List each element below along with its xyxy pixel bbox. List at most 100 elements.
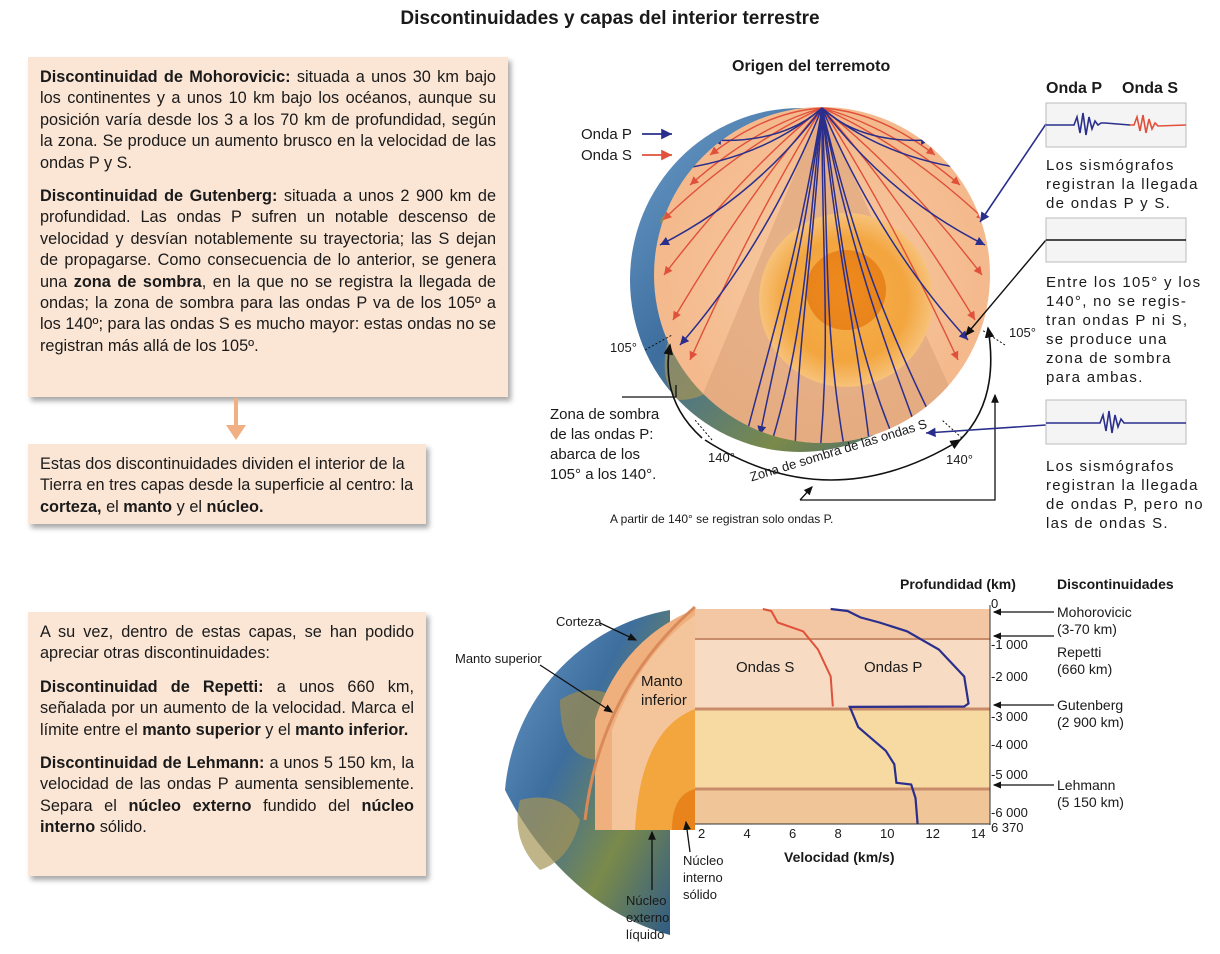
p-wave-ray xyxy=(659,107,823,246)
repetti-text-a: a unos 660 km, señalada por un aumento d… xyxy=(40,677,414,739)
depth-header: Profundidad (km) xyxy=(900,576,1016,592)
top-leaders xyxy=(622,123,1047,501)
ondas-p-label: Ondas P xyxy=(864,659,923,676)
angle-105-left: 105° xyxy=(610,340,637,355)
seismo-note-1: Los sismógrafos registran la llegada de … xyxy=(1046,157,1199,212)
angle-140-right-line xyxy=(941,419,963,439)
legend-s-label: Onda S xyxy=(581,147,632,164)
ondas-s-label: Ondas S xyxy=(736,659,795,676)
zona-p-leader xyxy=(622,385,677,398)
angle-105-right-line xyxy=(981,329,1006,346)
gutenberg-label: Discontinuidad de Gutenberg: xyxy=(40,187,278,206)
velocity-tick: 6 xyxy=(789,826,797,841)
corteza-label: Corteza xyxy=(556,614,602,629)
gutenberg-bold: zona de sombra xyxy=(73,272,202,291)
s-wave-ray xyxy=(663,107,823,276)
bottom-section xyxy=(505,605,1054,935)
p-only-trace xyxy=(1046,410,1186,434)
p-wave-ray xyxy=(757,107,823,436)
only-p-leader-tip xyxy=(799,486,813,501)
p-wave-ray xyxy=(821,107,931,146)
s-wave-ray xyxy=(821,107,983,276)
summary-text-a: Estas dos discontinuidades dividen el in… xyxy=(40,455,414,495)
repetti-lehmann-box: A su vez, dentro de estas capas, se han … xyxy=(28,612,426,876)
s-wave-ray xyxy=(689,107,823,361)
layers-summary-box: Estas dos discontinuidades dividen el in… xyxy=(28,444,426,524)
manto-sup-leader xyxy=(539,664,614,713)
lehmann-bold-2: núcleo interno xyxy=(40,796,414,837)
p-trace xyxy=(1046,112,1131,136)
gutenberg-text-b: , en la que no se registra la llegada de… xyxy=(40,272,496,355)
angle-105-right: 105° xyxy=(1009,325,1036,340)
nucleo-externo-label: Núcleo externo líquido xyxy=(626,893,670,942)
manto-superior-label: Manto superior xyxy=(455,651,542,666)
p-wave-ray xyxy=(711,107,823,146)
depth-tick: -6 000 xyxy=(991,805,1028,820)
lehmann-text-b: fundido del xyxy=(251,796,362,815)
crust-edge xyxy=(583,605,696,821)
angle-140-right: 140° xyxy=(946,452,973,467)
inner-core-leader xyxy=(683,820,691,853)
s-shadow-arc xyxy=(704,439,962,481)
s-wave-ray xyxy=(672,107,823,321)
p-wave-ray xyxy=(821,107,936,426)
only-p-leader xyxy=(800,393,999,501)
page-title: Discontinuidades y capas del interior te… xyxy=(400,8,820,29)
summary-corteza: corteza, xyxy=(40,497,102,516)
intro-text: A su vez, dentro de estas capas, se han … xyxy=(40,623,414,663)
seismo-note-2: Entre los 105° y los 140°, no se regis- … xyxy=(1046,274,1202,386)
velocity-tick: 8 xyxy=(834,826,842,841)
p-wave-ray xyxy=(679,107,823,346)
depth-tick: -2 000 xyxy=(991,669,1028,684)
repetti-text-b: y el xyxy=(260,720,296,739)
moho-label: Discontinuidad de Mohorovicic: xyxy=(40,68,291,86)
seismo2-leader xyxy=(965,239,1047,337)
summary-text-c: y el xyxy=(172,497,207,516)
depth-tick: 0 xyxy=(991,596,999,611)
p-wave-ray xyxy=(768,107,823,443)
s-wave-ray xyxy=(821,107,976,321)
velocity-tick: 12 xyxy=(925,826,940,841)
discontinuity-label: Repetti (660 km) xyxy=(1057,644,1113,677)
p-wave-ray xyxy=(821,107,896,443)
angle-105-left-line xyxy=(644,334,673,351)
moho-text: situada a unos 30 km bajo los continente… xyxy=(40,68,496,172)
s-wave-ray xyxy=(709,107,823,156)
velocity-axis-label: Velocidad (km/s) xyxy=(784,849,895,865)
depth-tick: -5 000 xyxy=(991,767,1028,782)
col-s-header: Onda S xyxy=(1122,80,1179,97)
p-velocity-curve xyxy=(830,607,970,825)
velocity-tick: 2 xyxy=(698,826,706,841)
velocity-tick: 4 xyxy=(743,826,751,841)
lehmann-label: Discontinuidad de Lehmann: xyxy=(40,754,265,773)
summary-manto: manto xyxy=(123,497,173,516)
repetti-label: Discontinuidad de Repetti: xyxy=(40,677,264,696)
zona-p-label: Zona de sombra de las ondas P: abarca de… xyxy=(550,406,660,483)
discontinuity-leaders xyxy=(992,608,1054,789)
p-wave-ray xyxy=(821,107,848,443)
p-wave-ray xyxy=(790,107,823,443)
lehmann-bold-1: núcleo externo xyxy=(128,796,252,815)
s-wave-ray xyxy=(689,107,823,186)
mohorovicic-gutenberg-box: Discontinuidad de Mohorovicic: situada a… xyxy=(28,57,508,397)
corteza-leader xyxy=(599,622,638,641)
col-p-header: Onda P xyxy=(1046,80,1103,97)
only-p-label: A partir de 140° se registran solo ondas… xyxy=(610,512,834,526)
s-velocity-curve xyxy=(762,608,834,707)
manto-inferior-label: Manto inferior xyxy=(641,673,687,709)
repetti-bold-2: manto inferior. xyxy=(295,720,409,739)
s-wave-ray xyxy=(821,107,936,156)
p-wave-ray xyxy=(821,107,986,246)
gutenberg-text-a: situada a unos 2 900 km de profundidad. … xyxy=(40,187,496,291)
velocity-tick: 14 xyxy=(971,826,986,841)
top-globe xyxy=(630,107,990,452)
p-shadow-arc-left xyxy=(663,343,703,439)
summary-text-b: el xyxy=(101,497,124,516)
p-wave-ray xyxy=(742,107,823,441)
legend-p-label: Onda P xyxy=(581,126,632,143)
seismo1-leader xyxy=(979,123,1047,223)
discontinuity-label: Gutenberg (2 900 km) xyxy=(1057,697,1124,730)
continent-shape xyxy=(517,797,580,870)
wave-rays xyxy=(659,107,986,443)
